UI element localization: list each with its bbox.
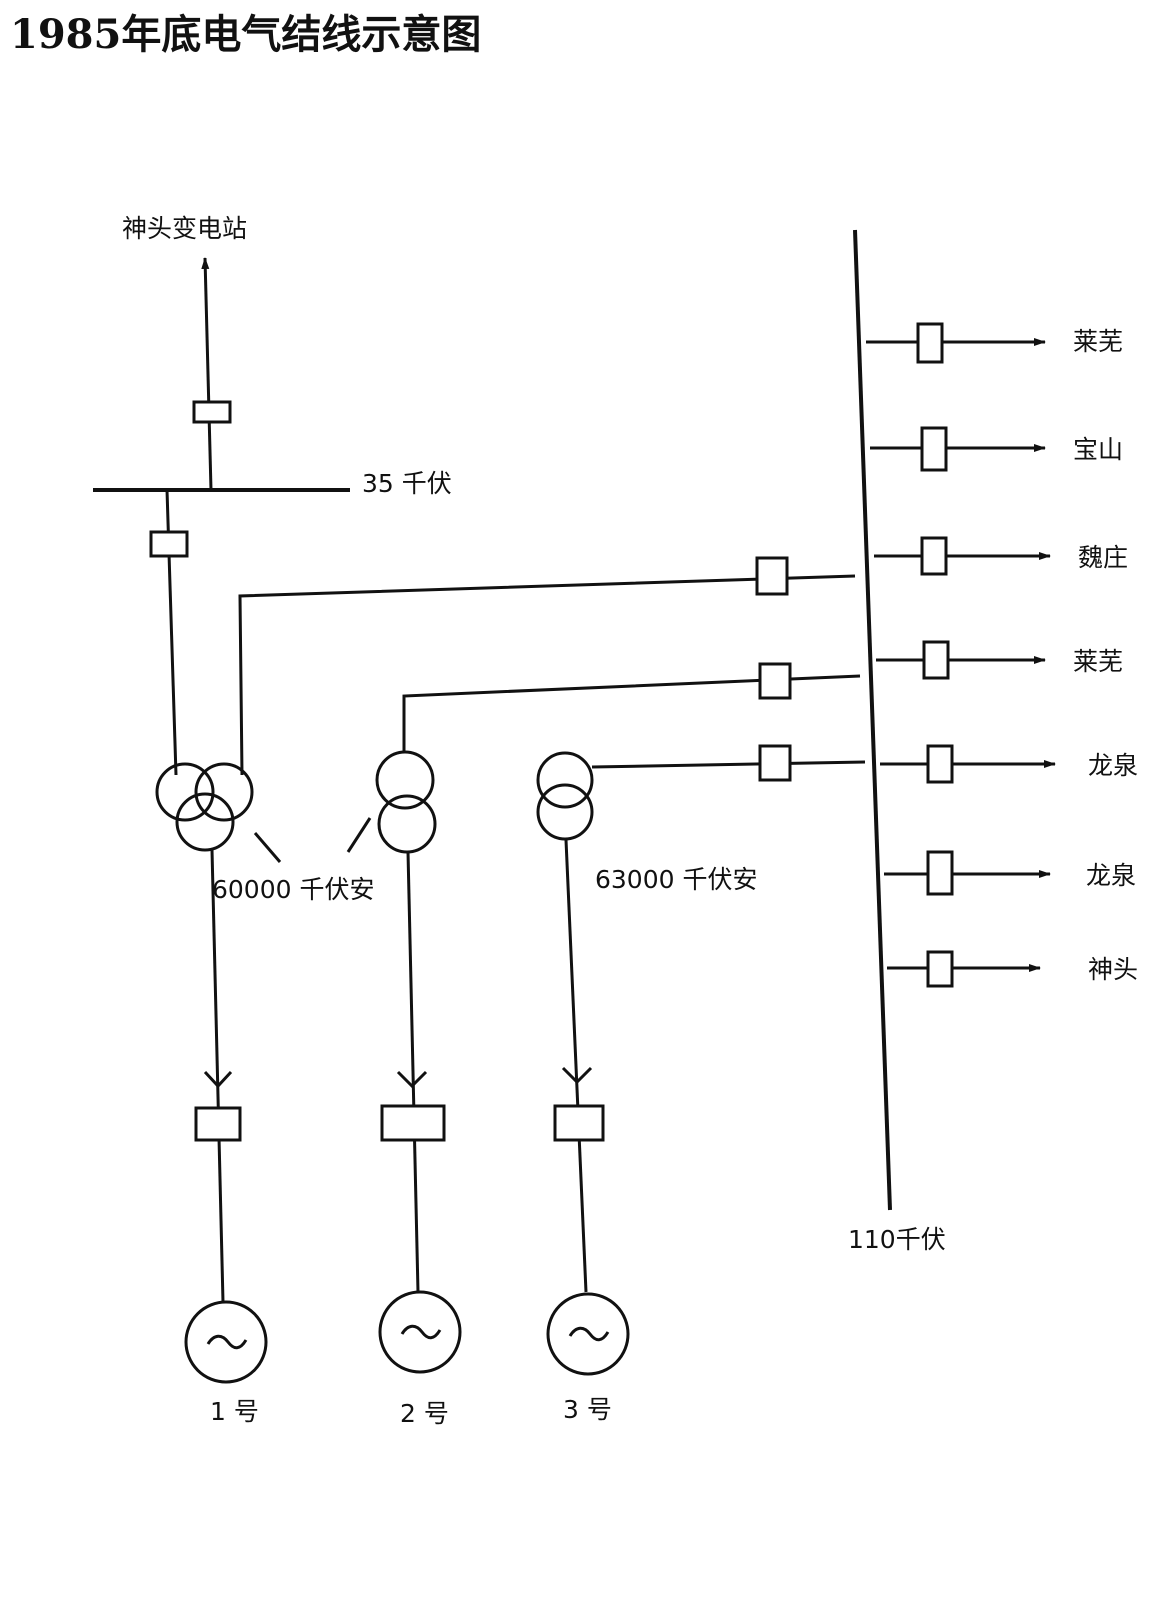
gen1-lead bbox=[210, 849, 225, 1303]
generator-1-label: 1 号 bbox=[210, 1397, 259, 1426]
feeder-label: 宝山 bbox=[1073, 435, 1123, 464]
tie-line-breaker bbox=[192, 400, 232, 424]
tr2-110kv-lead bbox=[402, 674, 861, 752]
feeder-label: 龙泉 bbox=[1088, 751, 1138, 780]
rating-pointer-tr2 bbox=[346, 817, 372, 853]
feeder-line bbox=[876, 640, 1046, 680]
feeder-label: 莱芜 bbox=[1073, 327, 1123, 356]
feeder-line bbox=[880, 744, 1056, 784]
tr1-35kv-breaker bbox=[149, 530, 189, 558]
tr3-110kv-breaker bbox=[758, 744, 792, 782]
feeder-label: 龙泉 bbox=[1086, 861, 1136, 890]
transformer-3-symbol bbox=[536, 751, 594, 841]
feeder-line bbox=[887, 950, 1041, 988]
feeder-line bbox=[866, 322, 1046, 364]
tie-line-to-substation bbox=[201, 257, 213, 491]
generator-3-label: 3 号 bbox=[563, 1395, 612, 1424]
gen3-breaker bbox=[553, 1104, 605, 1142]
generator-2-symbol bbox=[378, 1290, 462, 1374]
transformer-1-symbol bbox=[155, 762, 254, 852]
transformer-3w-rating: 60000 千伏安 bbox=[212, 875, 374, 904]
feeder-label: 莱芜 bbox=[1073, 647, 1123, 676]
gen2-disconnector bbox=[396, 1070, 428, 1089]
rating-pointer-tr1 bbox=[253, 832, 282, 863]
generator-1-symbol bbox=[184, 1300, 268, 1384]
tr1-110kv-breaker bbox=[755, 556, 789, 596]
gen1-disconnector bbox=[203, 1070, 233, 1089]
bus-35kv-label: 35 千伏 bbox=[362, 469, 452, 498]
tr1-110kv-lead bbox=[238, 574, 856, 776]
substation-label: 神头变电站 bbox=[122, 214, 247, 243]
gen1-breaker bbox=[194, 1106, 242, 1142]
generator-2-label: 2 号 bbox=[400, 1399, 449, 1428]
bus-110kv-label: 110千伏 bbox=[848, 1225, 946, 1254]
transformer-2w-rating: 63000 千伏安 bbox=[595, 865, 757, 894]
generator-3-symbol bbox=[546, 1292, 630, 1376]
feeder-line bbox=[870, 426, 1046, 472]
gen2-lead bbox=[406, 851, 420, 1293]
feeder-label: 魏庄 bbox=[1078, 543, 1128, 572]
feeder-line bbox=[874, 536, 1051, 576]
tr2-110kv-breaker bbox=[758, 662, 792, 700]
gen3-lead bbox=[564, 839, 588, 1293]
feeder-label: 神头 bbox=[1088, 955, 1138, 984]
gen3-disconnector bbox=[561, 1066, 593, 1085]
bus-110kv bbox=[853, 229, 892, 1211]
transformer-2-symbol bbox=[375, 750, 437, 854]
diagram-title: 1985年底电气结线示意图 bbox=[10, 11, 481, 58]
tr3-110kv-lead bbox=[591, 760, 866, 769]
gen2-breaker bbox=[380, 1104, 446, 1142]
feeder-line bbox=[884, 850, 1051, 896]
